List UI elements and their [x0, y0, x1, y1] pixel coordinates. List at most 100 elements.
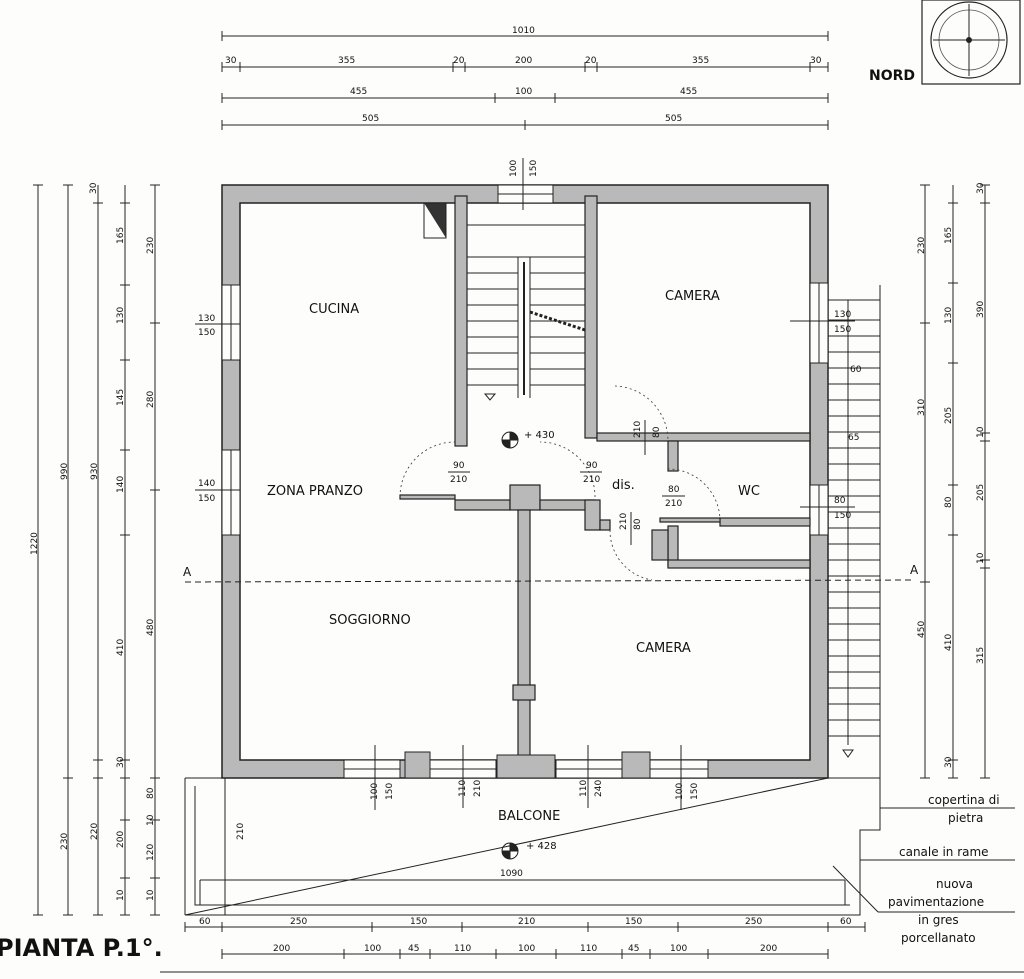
dim-right-c3-2: 10: [976, 426, 986, 438]
dim-left-bal-10b: 10: [146, 814, 156, 826]
bottom-dimensions: 1090 60 250 150 210 150 250 60 200 100 4…: [184, 869, 866, 959]
dim-left-c4-0: 30: [89, 182, 99, 194]
kitchen-flue-icon: [424, 203, 446, 238]
note-pav-1: nuova: [936, 877, 973, 891]
room-wc: WC: [738, 484, 760, 499]
dim-top-r2-2: 20: [453, 56, 465, 66]
w-cucina-height: 150: [198, 328, 215, 338]
right-dimensions: 230 310 450 165 130 205 80 410 30 30 390…: [917, 182, 990, 779]
dim-top-r3-1: 100: [515, 87, 532, 97]
opening-labels: 130 150 140 150 130 150 80 150 100 150 9…: [195, 158, 855, 810]
dim-bot-r2-1: 100: [364, 944, 381, 954]
dim-right-c2-5: 30: [944, 756, 954, 768]
dim-right-c1-0: 230: [917, 237, 927, 254]
w-bal-2-width: 100: [675, 783, 685, 800]
dim-right-c1-1: 310: [917, 399, 927, 416]
d-bal-2-height: 240: [594, 780, 604, 797]
w-camera-height: 150: [834, 325, 851, 335]
w-pranzo-width: 140: [198, 479, 215, 489]
dim-bot-r2-2: 45: [408, 944, 419, 954]
room-soggiorno: SOGGIORNO: [329, 613, 411, 628]
room-camera-top: CAMERA: [665, 289, 720, 304]
dim-right-c1-2: 450: [917, 621, 927, 638]
dim-left-bal-10a: 10: [116, 889, 126, 901]
top-dimensions: 1010 30 355 20 200 20 355 30 455 100 455…: [221, 26, 829, 130]
room-balcone: BALCONE: [498, 809, 560, 824]
w-wc-width: 80: [834, 496, 846, 506]
dim-right-c3-1: 390: [976, 301, 986, 318]
dim-balcony-width: 1090: [500, 869, 523, 879]
dim-top-r2-3: 200: [515, 56, 532, 66]
d-bal-2-width: 110: [579, 780, 589, 797]
balcony: [184, 777, 881, 916]
kitchen-flue-box: [423, 202, 447, 239]
dim-top-r4-1: 505: [665, 114, 682, 124]
dim-bot-r1-3: 210: [518, 917, 535, 927]
dim-left-c4-3: 145: [116, 389, 126, 406]
dim-bot-r2-8: 200: [760, 944, 777, 954]
d-camera-width: 90: [586, 461, 598, 471]
compass-center: [966, 37, 972, 43]
left-dimensions: 1220 990 230 930 220 30 165 130 145 140 …: [30, 182, 246, 916]
note-canale: canale in rame: [899, 845, 989, 859]
stair-label-0: 60: [850, 365, 862, 375]
dim-right-c3-5: 315: [976, 647, 986, 664]
dim-left-c4-5: 410: [116, 639, 126, 656]
compass-label: NORD: [869, 68, 915, 84]
level-balcony-value: + 428: [526, 841, 557, 852]
dim-left-990: 990: [60, 463, 70, 480]
dim-top-r2-1: 355: [338, 56, 355, 66]
level-marker-landing: + 430: [501, 430, 555, 449]
w-bal-1-height: 150: [385, 783, 395, 800]
dim-top-r4-0: 505: [362, 114, 379, 124]
dim-top-r3-0: 455: [350, 87, 367, 97]
drawing-title: PIANTA P.1°.: [0, 934, 163, 962]
dim-bot-r1-5: 250: [745, 917, 762, 927]
dim-left-c4-6: 30: [116, 756, 126, 768]
dim-left-c4-4: 140: [116, 476, 126, 493]
dim-balcony-depth: 210: [236, 823, 246, 840]
dim-left-930: 930: [90, 463, 100, 480]
dim-right-c2-1: 130: [944, 307, 954, 324]
note-copertina-2: pietra: [948, 811, 983, 825]
dim-right-c2-4: 410: [944, 634, 954, 651]
d-cucina-height: 210: [450, 475, 467, 485]
notes: copertina di pietra canale in rame nuova…: [832, 793, 1015, 945]
room-zona-pranzo: ZONA PRANZO: [267, 484, 363, 499]
w-top-height: 150: [529, 160, 539, 177]
d-camera-top-height: 210: [633, 421, 643, 438]
w-pranzo-height: 150: [198, 494, 215, 504]
d-wc-height: 210: [665, 499, 682, 509]
wall-stubs: [404, 751, 651, 779]
stair-label-1: 65: [848, 433, 859, 443]
dim-right-c3-4: 10: [976, 552, 986, 564]
dim-bot-r1-0: 60: [199, 917, 211, 927]
dim-right-c2-0: 165: [944, 227, 954, 244]
dim-bot-r2-7: 100: [670, 944, 687, 954]
level-landing-value: + 430: [524, 430, 555, 441]
section-mark-left: A: [183, 565, 192, 579]
d-wc-width: 80: [668, 485, 680, 495]
note-copertina-1: copertina di: [928, 793, 1000, 807]
dim-right-c3-0: 30: [976, 182, 986, 194]
w-wc-height: 150: [834, 511, 851, 521]
note-pav-4: porcellanato: [901, 931, 976, 945]
w-top-width: 100: [509, 160, 519, 177]
dim-bot-r2-0: 200: [273, 944, 290, 954]
dim-left-c4-2: 130: [116, 307, 126, 324]
door-swings: [399, 385, 721, 581]
d-camera-bot-height: 210: [619, 513, 629, 530]
internal-staircase: [466, 224, 586, 401]
dim-bot-r1-4: 150: [625, 917, 642, 927]
dim-top-r2-0: 30: [225, 56, 237, 66]
dim-right-c2-3: 80: [944, 496, 954, 508]
dim-left-c4-1: 165: [116, 227, 126, 244]
level-marker-balcony: + 428: [501, 841, 557, 860]
note-pav-2: pavimentazione: [888, 895, 984, 909]
dim-top-r3-2: 455: [680, 87, 697, 97]
room-cucina: CUCINA: [309, 302, 359, 317]
external-staircase: [828, 285, 881, 778]
dim-left-c5-0: 230: [146, 237, 156, 254]
note-pav-3: in gres: [918, 913, 959, 927]
